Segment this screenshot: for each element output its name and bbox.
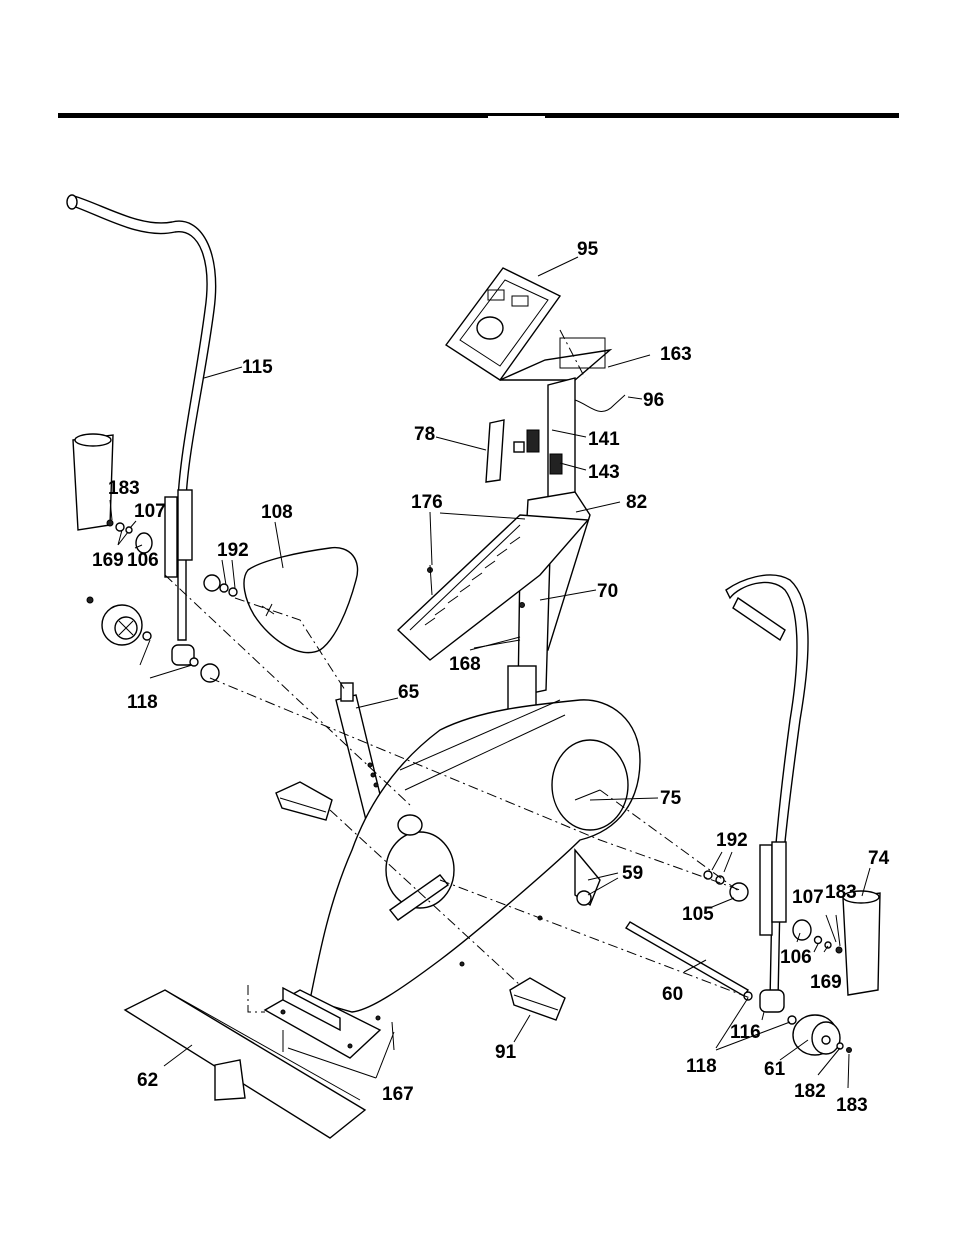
- callout-107-right: 107: [792, 887, 824, 908]
- callout-106-right: 106: [780, 947, 812, 968]
- axle-part: [625, 921, 749, 997]
- header-rule-right: [545, 113, 899, 118]
- callout-62: 62: [137, 1070, 158, 1091]
- callout-96: 96: [643, 390, 664, 411]
- callout-169-right: 169: [810, 972, 842, 993]
- callout-183-right: 183: [825, 882, 857, 903]
- callout-168: 168: [449, 654, 481, 675]
- callout-176: 176: [411, 492, 443, 513]
- callout-59: 59: [622, 863, 643, 884]
- leader-lines: [109, 256, 871, 1089]
- callout-labels: 95 163 96 115 78 141 143 176 82 183 107 …: [92, 239, 890, 1116]
- callout-75: 75: [660, 788, 682, 809]
- callout-143: 143: [588, 462, 620, 483]
- header-rule-notch: [488, 113, 545, 116]
- callout-169-left: 169: [92, 550, 124, 571]
- right-handlebar-part: [725, 574, 809, 1013]
- callout-78: 78: [414, 424, 435, 445]
- sensor-parts: [513, 394, 626, 475]
- front-base-plate-part: [263, 986, 395, 1059]
- left-end-cap-part: [72, 433, 114, 531]
- callout-118-right: 118: [686, 1056, 717, 1077]
- right-pedal-part: [509, 977, 566, 1021]
- main-frame-part: [309, 699, 641, 1021]
- callout-118-left: 118: [127, 692, 158, 713]
- callout-70: 70: [597, 581, 618, 602]
- right-hardware-cluster: [703, 870, 843, 1025]
- callout-192-right: 192: [716, 830, 748, 851]
- callout-183-left: 183: [108, 478, 140, 499]
- callout-65: 65: [398, 682, 420, 703]
- callout-115: 115: [242, 357, 273, 378]
- callout-183-bottom: 183: [836, 1095, 868, 1116]
- tread-cover-part: [396, 514, 590, 661]
- callout-107-left: 107: [134, 501, 166, 522]
- right-wheel-part: [792, 1014, 852, 1056]
- callout-91: 91: [495, 1042, 517, 1063]
- callout-116: 116: [730, 1022, 761, 1043]
- callout-105: 105: [682, 904, 714, 925]
- left-hardware-cluster: [106, 519, 238, 597]
- assembly-centerlines: [164, 329, 751, 1013]
- callout-141: 141: [588, 429, 620, 450]
- callout-167: 167: [382, 1084, 414, 1105]
- seat-part: [243, 546, 359, 654]
- trim-panel-part: [485, 419, 505, 483]
- callout-108: 108: [261, 502, 293, 523]
- callout-106-left: 106: [127, 550, 159, 571]
- right-end-cap-part: [842, 890, 881, 996]
- stabilizer-part: [123, 989, 367, 1139]
- left-wheel-part: [86, 596, 220, 683]
- console-part: [444, 267, 613, 381]
- callout-163: 163: [660, 344, 692, 365]
- left-handlebar-part: [66, 194, 217, 666]
- callout-60: 60: [662, 984, 683, 1005]
- callout-74: 74: [868, 848, 890, 869]
- left-pedal-part: [275, 781, 333, 821]
- callout-182: 182: [794, 1081, 826, 1102]
- callout-82: 82: [626, 492, 647, 513]
- callout-95: 95: [577, 239, 599, 260]
- callout-192-left: 192: [217, 540, 249, 561]
- callout-61: 61: [764, 1059, 786, 1080]
- seat-post-part: [335, 682, 386, 821]
- header-rule-left: [58, 113, 488, 118]
